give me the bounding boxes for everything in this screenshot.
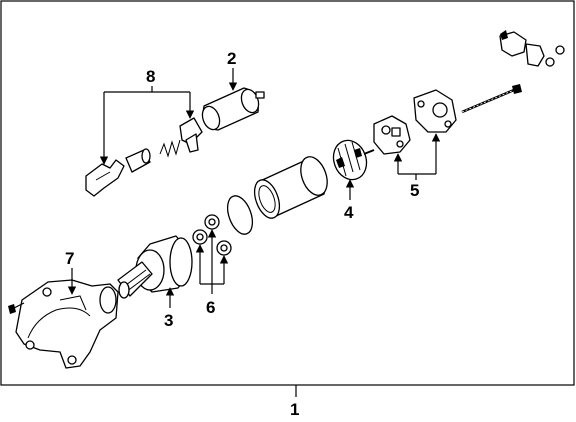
callout-8: 8 — [146, 67, 155, 86]
commutator-end-frame — [413, 89, 457, 133]
callout-2: 2 — [227, 49, 236, 68]
callout-4: 4 — [344, 203, 354, 222]
callout-3: 3 — [164, 311, 173, 330]
field-frame — [253, 156, 328, 219]
plunger — [125, 148, 151, 173]
assembly-frame — [0, 0, 575, 386]
leader-6 — [195, 229, 229, 294]
terminal-connector — [499, 30, 565, 67]
planetary-gears — [192, 214, 232, 256]
gear-disc — [226, 195, 254, 235]
leader-5 — [393, 133, 441, 180]
through-bolt — [8, 302, 25, 314]
shift-lever — [179, 117, 203, 153]
shift-fork — [85, 159, 125, 197]
long-bolt — [461, 84, 522, 114]
solenoid — [201, 87, 265, 131]
drive-housing — [15, 279, 119, 369]
callout-7: 7 — [65, 249, 74, 268]
armature — [332, 139, 375, 181]
leader-8 — [99, 86, 195, 165]
pinion-clutch — [117, 235, 193, 299]
callout-5: 5 — [410, 181, 419, 200]
spring — [159, 139, 181, 158]
callout-1: 1 — [290, 400, 299, 419]
callout-6: 6 — [206, 298, 215, 317]
brush-holder — [373, 115, 411, 155]
